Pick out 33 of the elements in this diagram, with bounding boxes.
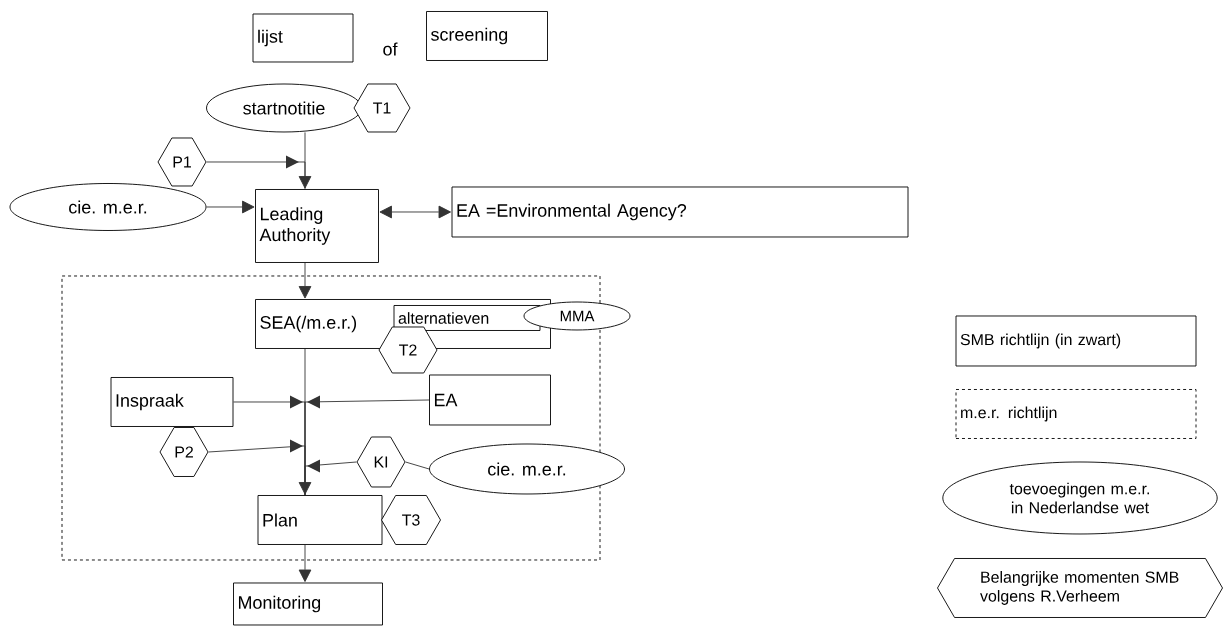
- arrow: [206, 155, 306, 190]
- dashed-frame: [61, 275, 601, 561]
- process-box: Leading Authority: [255, 189, 379, 263]
- legend-oval: toevoegingen m.e.r. in Nederlandse wet: [942, 461, 1218, 535]
- process-box: alternatieven: [393, 305, 541, 331]
- connector-word: of: [383, 42, 398, 56]
- process-box: Inspraak: [110, 377, 234, 427]
- legend-box: SMB richtlijn (in zwart): [955, 315, 1197, 367]
- arrow: [379, 205, 451, 219]
- hexagon-node: KI: [356, 436, 406, 488]
- hexagon-node: T1: [353, 83, 411, 133]
- oval-node: MMA: [523, 301, 631, 331]
- legend-dashed-box: m.e.r. richtlijn: [955, 389, 1197, 439]
- hexagon-node: T2: [378, 326, 438, 374]
- process-box: EA: [429, 374, 551, 426]
- oval-node: startnotitie: [206, 83, 362, 133]
- arrow: [298, 348, 312, 495]
- process-box: screening: [426, 11, 548, 61]
- hexagon-node: P2: [159, 427, 209, 477]
- hexagon-node: T3: [381, 495, 441, 545]
- oval-node: cie. m.e.r.: [429, 443, 625, 495]
- arrow: [298, 132, 312, 189]
- arrow: [298, 544, 312, 582]
- legend-hexagon: Belangrijke momenten SMB volgens R.Verheem: [937, 558, 1223, 618]
- hexagon-node: P1: [157, 137, 207, 187]
- arrow: [206, 200, 255, 214]
- process-box: Monitoring: [233, 582, 383, 626]
- process-box: EA =Environmental Agency?: [451, 186, 909, 238]
- process-box: lijst: [252, 13, 354, 63]
- arrow: [304, 459, 357, 496]
- oval-node: cie. m.e.r.: [9, 183, 207, 231]
- arrow: [298, 262, 312, 299]
- process-box: Plan: [257, 495, 383, 545]
